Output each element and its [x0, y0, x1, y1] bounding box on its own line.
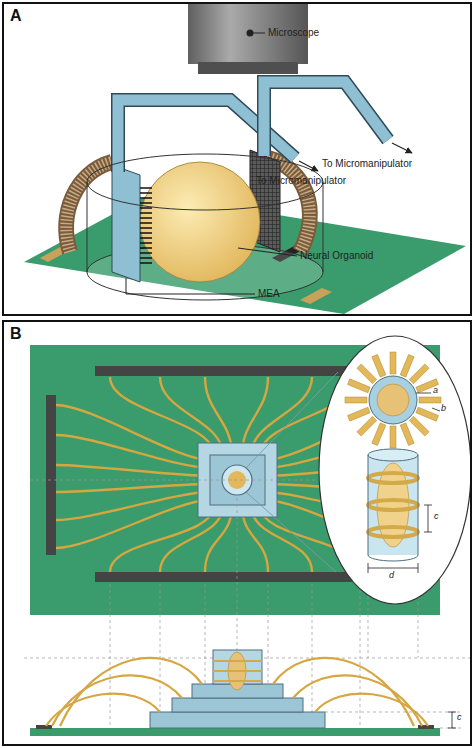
board-side-view — [30, 728, 440, 736]
neural-organoid — [140, 162, 260, 282]
electrode-band — [368, 473, 418, 483]
bond-wires-side — [46, 658, 428, 726]
electrode — [390, 352, 396, 374]
bond-wire — [293, 675, 422, 726]
dimension-label: c — [457, 713, 462, 723]
cylinder-bottom — [368, 555, 418, 561]
dimension-line — [424, 505, 432, 532]
electrode — [409, 416, 429, 436]
electrode-band — [213, 661, 262, 681]
mea-plate — [112, 165, 140, 282]
electrode-teeth — [140, 188, 152, 263]
leader-line — [126, 278, 255, 294]
electrode — [348, 407, 371, 421]
panel-letter: A — [10, 7, 22, 25]
step-layer — [150, 712, 325, 728]
dimension-label: b — [441, 404, 446, 414]
panel-b-art — [24, 336, 471, 736]
panel-letter: B — [10, 325, 22, 343]
projection-line — [110, 498, 360, 726]
contact-bar — [46, 395, 56, 555]
electrode — [400, 355, 414, 378]
dimension-label: a — [433, 386, 438, 396]
bond-wire — [56, 500, 210, 548]
well-cylinder — [368, 455, 418, 555]
electrode — [419, 397, 441, 403]
dimension-line — [448, 712, 456, 728]
direction-arrow — [392, 143, 412, 153]
electrode — [390, 426, 396, 448]
leader-line — [432, 408, 440, 411]
electrode — [400, 423, 414, 446]
organoid-side — [377, 463, 409, 547]
electrode-rays — [345, 352, 441, 448]
part-label: Neural Organoid — [300, 250, 373, 261]
contact-bar — [95, 572, 375, 582]
electrode — [348, 379, 371, 393]
bond-wire — [56, 492, 210, 520]
leader-line — [238, 248, 297, 256]
step-layer — [172, 698, 303, 712]
ribbon-cable-stripes — [66, 162, 112, 252]
manipulator-arm-outline — [264, 82, 388, 156]
part-label: MEA — [258, 288, 280, 299]
contact-bar — [418, 725, 434, 729]
manipulator-arm — [264, 82, 388, 156]
bond-wire — [56, 465, 210, 476]
electrode — [345, 397, 367, 403]
contact-bar — [36, 725, 52, 729]
zoom-callout — [319, 336, 471, 604]
leader-line — [416, 393, 431, 394]
electrode-band — [368, 527, 418, 537]
dimension-label: d — [389, 571, 394, 581]
extension-line — [325, 712, 462, 728]
electrode — [357, 364, 377, 384]
bond-wire — [52, 675, 182, 726]
dimension-label: c — [434, 512, 439, 522]
dish-wall — [87, 182, 323, 272]
cylinder-top — [368, 449, 418, 461]
part-label: To Micromanipulator — [322, 158, 412, 169]
part-label: Microscope — [268, 27, 319, 38]
projection-line — [30, 480, 320, 481]
bond-wire — [60, 658, 202, 726]
microscope-objective — [198, 62, 298, 74]
panel-a-art — [24, 2, 466, 314]
cylinder-wall — [368, 455, 418, 555]
well-ring — [369, 376, 417, 424]
bond-wire — [56, 484, 210, 492]
electrode-band — [368, 500, 418, 510]
electrode — [372, 423, 386, 446]
contact-bar — [95, 366, 375, 376]
bond-wire — [56, 435, 210, 468]
organoid-top — [377, 384, 409, 416]
bond-wire — [273, 658, 414, 726]
electrode — [357, 416, 377, 436]
electrode — [409, 364, 429, 384]
electrode — [372, 355, 386, 378]
board-pad — [300, 288, 332, 304]
leader-line — [250, 33, 265, 34]
panel-frame: B — [2, 320, 472, 746]
part-label: To Micromanipulator — [256, 175, 346, 186]
ribbon-cable — [66, 162, 112, 252]
